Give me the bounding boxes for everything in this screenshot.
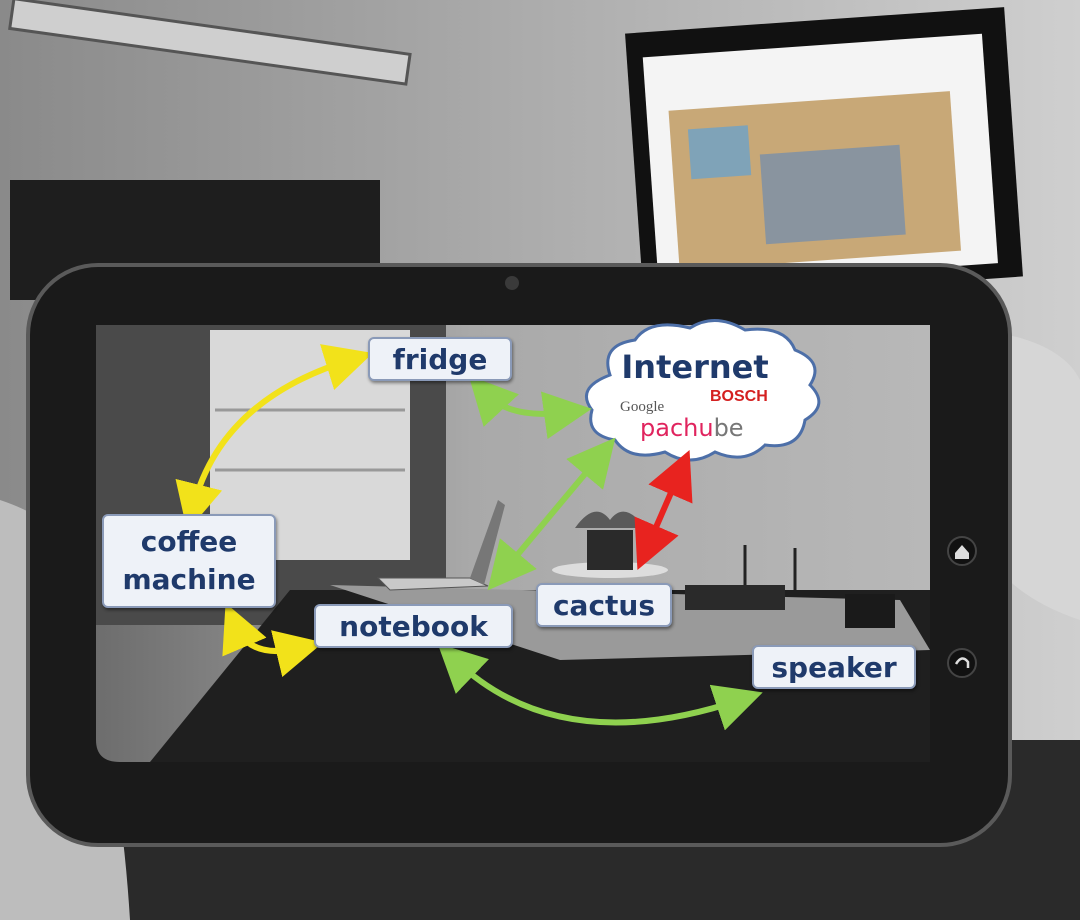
coffee-label-line1: coffee [140, 525, 238, 558]
back-button-icon[interactable] [947, 648, 977, 678]
camera-icon [505, 276, 519, 290]
pachube-logo: pachube [640, 414, 744, 442]
arrow-internet-cactus [634, 449, 693, 571]
pachube-logo-part2: be [713, 414, 744, 442]
notebook-label: notebook [314, 604, 513, 648]
coffee-label-line2: machine [122, 563, 256, 596]
cactus-label: cactus [536, 583, 672, 627]
arrow-internet-notebook [487, 437, 616, 591]
speaker-device [845, 594, 895, 628]
speaker-label: speaker [752, 645, 916, 689]
right-hand [820, 324, 1080, 620]
google-logo: Google [620, 399, 665, 415]
coffee-machine-label: coffee machine [102, 514, 276, 608]
pachube-logo-part1: pachu [640, 414, 714, 442]
arrow-coffee-notebook [222, 602, 324, 677]
arrow-notebook-speaker [437, 643, 763, 731]
internet-title: Internet [621, 348, 769, 386]
framed-picture [625, 7, 1023, 303]
ceiling-shelf [8, 0, 412, 86]
arrow-fridge-coffee [175, 344, 373, 532]
fridge-label: fridge [368, 337, 512, 381]
arrow-fridge-internet [468, 375, 592, 440]
bosch-logo: BOSCH [710, 388, 768, 405]
router [685, 545, 797, 610]
